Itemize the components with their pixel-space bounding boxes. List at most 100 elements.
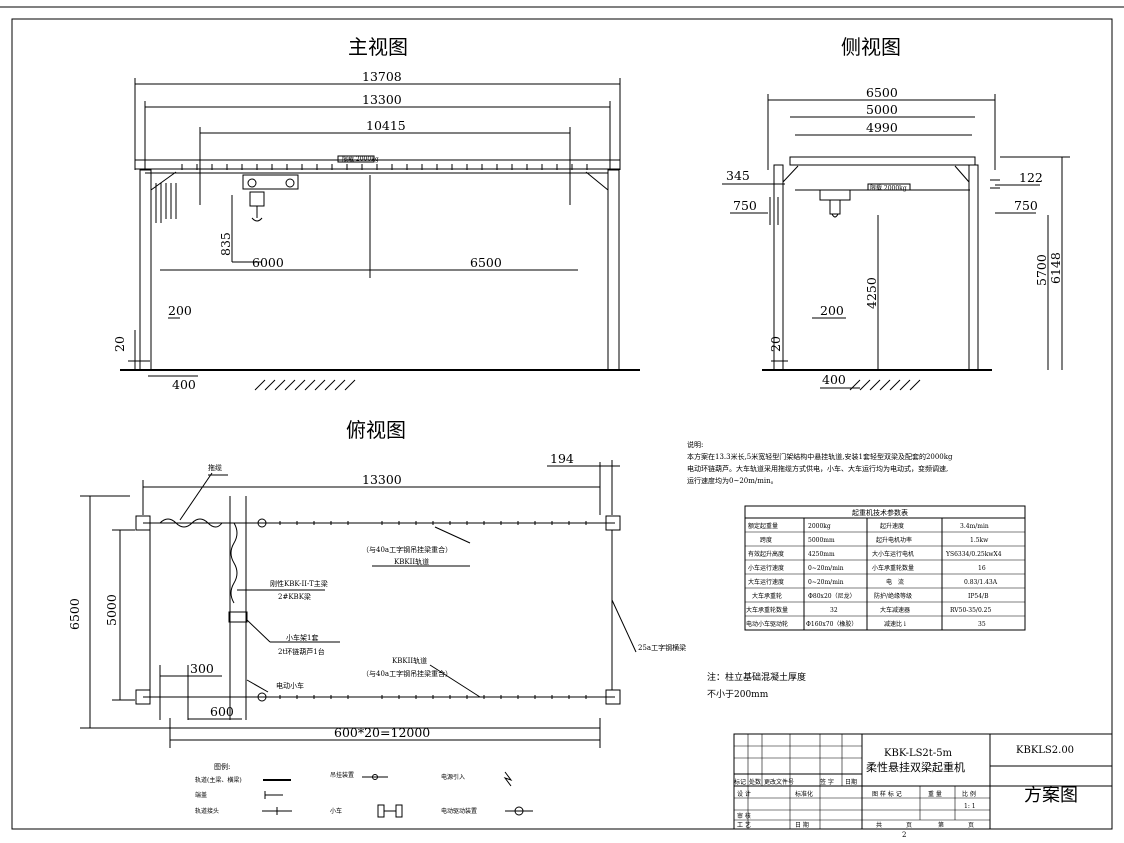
spec-r7-c3: 35	[978, 621, 986, 628]
foundation-note-2: 不小于200mm	[707, 689, 769, 700]
side-view: 侧视图 6500 5000 4990 345 750 122 750 4250 …	[722, 35, 1070, 391]
side-view-title: 侧视图	[841, 35, 901, 59]
tb-hdr-mark: 标记	[734, 778, 746, 786]
notes-line-3: 运行速度均为0~20m/min。	[687, 476, 778, 485]
spec-r1-c2: 起升电机功率	[876, 536, 912, 544]
tb-page: 页	[968, 822, 974, 829]
front-ground-hatch	[254, 379, 356, 391]
label-trolley: 小车架1套	[286, 633, 318, 642]
spec-r0-c0: 额定起重量	[748, 522, 778, 530]
spec-r7-c1: Φ160x70（橡胶）	[806, 620, 857, 628]
front-beam-tag: 限载 2000kg	[342, 155, 379, 163]
dim-side-200: 200	[820, 303, 844, 318]
legend: 图例: 轨道(主梁、横梁) 端盖 轨道接头 吊挂装置 小车 电源引入 电动驱动装…	[195, 762, 533, 818]
side-ground-hatch	[849, 379, 921, 391]
tb-date: 日 期	[795, 821, 809, 829]
spec-r4-c0: 大车运行速度	[748, 578, 784, 586]
legend-hanger: 吊挂装置	[330, 771, 354, 779]
spec-r2-c2: 大小车运行电机	[872, 550, 914, 558]
title-code: KBKLS2.00	[1016, 745, 1074, 756]
label-rail-note-1: （与40a工字钢吊挂梁重合）	[362, 545, 452, 554]
spec-r1-c1: 5000mm	[808, 537, 835, 544]
front-view: 主视图 13708 13300 10415 6000 6500 835 20	[112, 35, 640, 392]
legend-trolley: 小车	[330, 807, 342, 815]
front-view-title: 主视图	[348, 35, 408, 59]
top-rails	[135, 496, 621, 720]
dim-front-10415: 10415	[366, 118, 406, 133]
label-hoist: 2t环链葫芦1台	[278, 647, 325, 656]
spec-r7-c2: 减速比 i	[884, 620, 906, 628]
label-girder-2: 2#KBK梁	[278, 592, 311, 601]
tb-hdr-file: 更改文件号	[764, 778, 794, 786]
dim-side-122: 122	[1019, 170, 1043, 185]
dim-side-750-right: 750	[1014, 198, 1038, 213]
top-view-title: 俯视图	[346, 418, 406, 442]
label-cross-beam: 25a工字钢横梁	[638, 643, 686, 652]
spec-r4-c1: 0~20m/min	[808, 579, 844, 586]
spec-r3-c2: 小车承重轮数量	[872, 564, 914, 572]
spec-r7-c0: 电动小车驱动轮	[746, 620, 788, 628]
spec-r1-c3: 1.5kw	[970, 537, 989, 544]
tb-hdr-count: 处数	[749, 778, 761, 786]
spec-r0-c1: 2000kg	[808, 523, 831, 530]
spec-r0-c2: 起升速度	[880, 522, 904, 530]
dim-side-750-left: 750	[733, 198, 757, 213]
tb-hdr-sign: 签 字	[820, 778, 834, 786]
dim-top-bottom: 600*20=12000	[334, 725, 430, 740]
dim-side-400: 400	[822, 372, 846, 387]
dim-front-400: 400	[172, 377, 196, 392]
spec-r6-c1: 32	[830, 607, 838, 614]
spec-r4-c3: 0.83/1.43A	[964, 579, 998, 586]
front-gantry	[120, 155, 640, 371]
title-block: KBK-LS2t-5m 柔性悬挂双梁起重机 KBKLS2.00 方案图 标记 处…	[733, 733, 1113, 830]
tb-std: 标准化	[795, 790, 813, 798]
dim-front-200: 200	[168, 303, 192, 318]
spec-r0-c3: 3.4m/min	[960, 523, 989, 530]
dim-top-5000: 5000	[104, 594, 119, 626]
spec-r1-c0: 跨度	[760, 536, 772, 544]
tb-weight: 重 量	[928, 790, 942, 798]
spec-r6-c3: RV50-35/0.25	[950, 607, 991, 614]
dim-top-300: 300	[190, 661, 214, 676]
label-electric-trolley: 电动小车	[276, 681, 304, 690]
top-leaders	[179, 472, 637, 698]
spec-r5-c2: 防护/绝缘等级	[874, 592, 912, 600]
side-beam-tag: 限载 2000kg	[870, 184, 907, 192]
dim-front-13300: 13300	[362, 92, 402, 107]
tb-scale-val: 1: 1	[964, 803, 976, 810]
tb-check: 审 核	[737, 812, 751, 820]
title-drawing: 方案图	[1024, 785, 1078, 806]
title-name-2: 柔性悬挂双梁起重机	[866, 760, 965, 774]
legend-joint: 轨道接头	[195, 807, 219, 815]
dim-side-20: 20	[768, 336, 783, 352]
front-dim-lines	[128, 78, 621, 377]
notes-block: 说明: 本方案在13.3米长,5米宽轻型门架结构中悬挂轨道,安装1套轻型双梁及配…	[687, 440, 953, 485]
spec-r2-c1: 4250mm	[808, 551, 835, 558]
top-dim-lines	[80, 460, 620, 748]
dim-top-600: 600	[210, 704, 234, 719]
dim-side-345: 345	[726, 168, 750, 183]
dim-side-6148: 6148	[1048, 252, 1063, 284]
tb-process: 工 艺	[737, 821, 751, 829]
dim-side-5000: 5000	[866, 102, 898, 117]
dim-side-4990: 4990	[866, 120, 898, 135]
dim-front-6000: 6000	[252, 255, 284, 270]
label-cable: 拖缆	[208, 463, 222, 472]
notes-title: 说明:	[687, 440, 703, 449]
tb-sheet: 页	[906, 822, 912, 829]
dim-top-13300: 13300	[362, 472, 402, 487]
tb-scale: 比 例	[962, 790, 976, 798]
legend-title: 图例:	[214, 762, 230, 771]
dim-top-6500: 6500	[67, 598, 82, 630]
page-number: 2	[902, 831, 906, 839]
spec-cells: 额定起重量 2000kg 起升速度 3.4m/min 跨度 5000mm 起升电…	[746, 522, 1002, 628]
legend-power: 电源引入	[441, 773, 465, 781]
spec-r5-c0: 大车承重轮	[752, 592, 782, 600]
spec-r3-c0: 小车运行速度	[748, 564, 784, 572]
side-gantry	[762, 156, 1000, 371]
tb-design: 设 计	[737, 790, 751, 798]
spec-r5-c3: IP54/B	[968, 593, 989, 600]
spec-r2-c0: 有效起升高度	[748, 550, 784, 558]
